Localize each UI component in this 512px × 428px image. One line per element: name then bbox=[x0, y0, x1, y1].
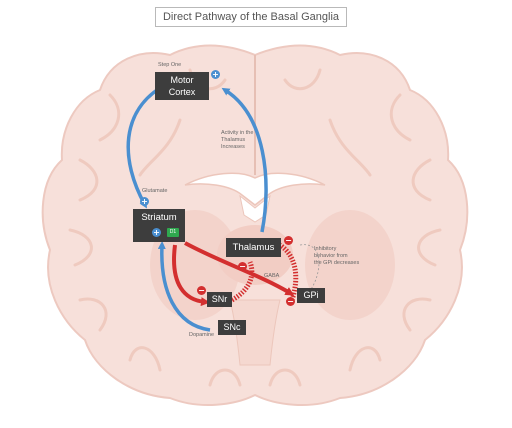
snc-node: SNc bbox=[218, 320, 246, 335]
snr-minus-icon: − bbox=[197, 286, 206, 295]
diagram-title: Direct Pathway of the Basal Ganglia bbox=[155, 7, 347, 27]
arrow-striatum-to-snr bbox=[172, 244, 210, 307]
gaba-label: GABA bbox=[264, 273, 280, 279]
striatum-node: Striatum bbox=[133, 209, 185, 242]
d1-receptor-badge: D1 bbox=[167, 228, 179, 237]
thalamus-minus-icon-left: − bbox=[238, 262, 247, 271]
arrow-gpi-to-thalamus-dashed bbox=[278, 242, 299, 301]
gpi-node: GPi bbox=[297, 288, 325, 303]
striatum-plus-icon: + bbox=[152, 228, 161, 237]
motor-cortex-line1: Motor bbox=[170, 75, 194, 85]
dopamine-label: Dopamine bbox=[189, 332, 215, 338]
corpus-callosum bbox=[184, 172, 326, 206]
arrow-snc-to-striatum bbox=[157, 241, 211, 332]
motor-cortex-line2: Cortex bbox=[168, 87, 196, 97]
striatum-label: Striatum bbox=[141, 212, 177, 223]
arrow-snr-to-thalamus-dashed bbox=[230, 261, 255, 303]
sulci bbox=[68, 68, 442, 387]
right-basal-ganglia bbox=[305, 210, 395, 320]
annotation-leader-line bbox=[299, 244, 320, 301]
thalamus-minus-icon-right: − bbox=[284, 236, 293, 245]
arrow-cortex-to-striatum bbox=[126, 83, 166, 209]
thalamus-node: Thalamus bbox=[226, 238, 281, 257]
glutamate-label: Glutamate bbox=[142, 188, 168, 194]
motor-cortex-node: Motor Cortex bbox=[155, 72, 209, 100]
motor-cortex-plus-icon: + bbox=[211, 70, 220, 79]
gpi-minus-icon: − bbox=[286, 297, 295, 306]
snr-node: SNr bbox=[207, 292, 232, 307]
glutamate-plus-icon: + bbox=[140, 197, 149, 206]
thalamus-activity-annotation: Activity in the Thalamus Increases bbox=[221, 130, 254, 150]
arrow-thalamus-to-cortex bbox=[221, 87, 268, 233]
inhibitory-annotation: Inhibitory behavior from the GPi decreas… bbox=[314, 246, 360, 266]
step-one-label: Step One bbox=[158, 62, 182, 68]
